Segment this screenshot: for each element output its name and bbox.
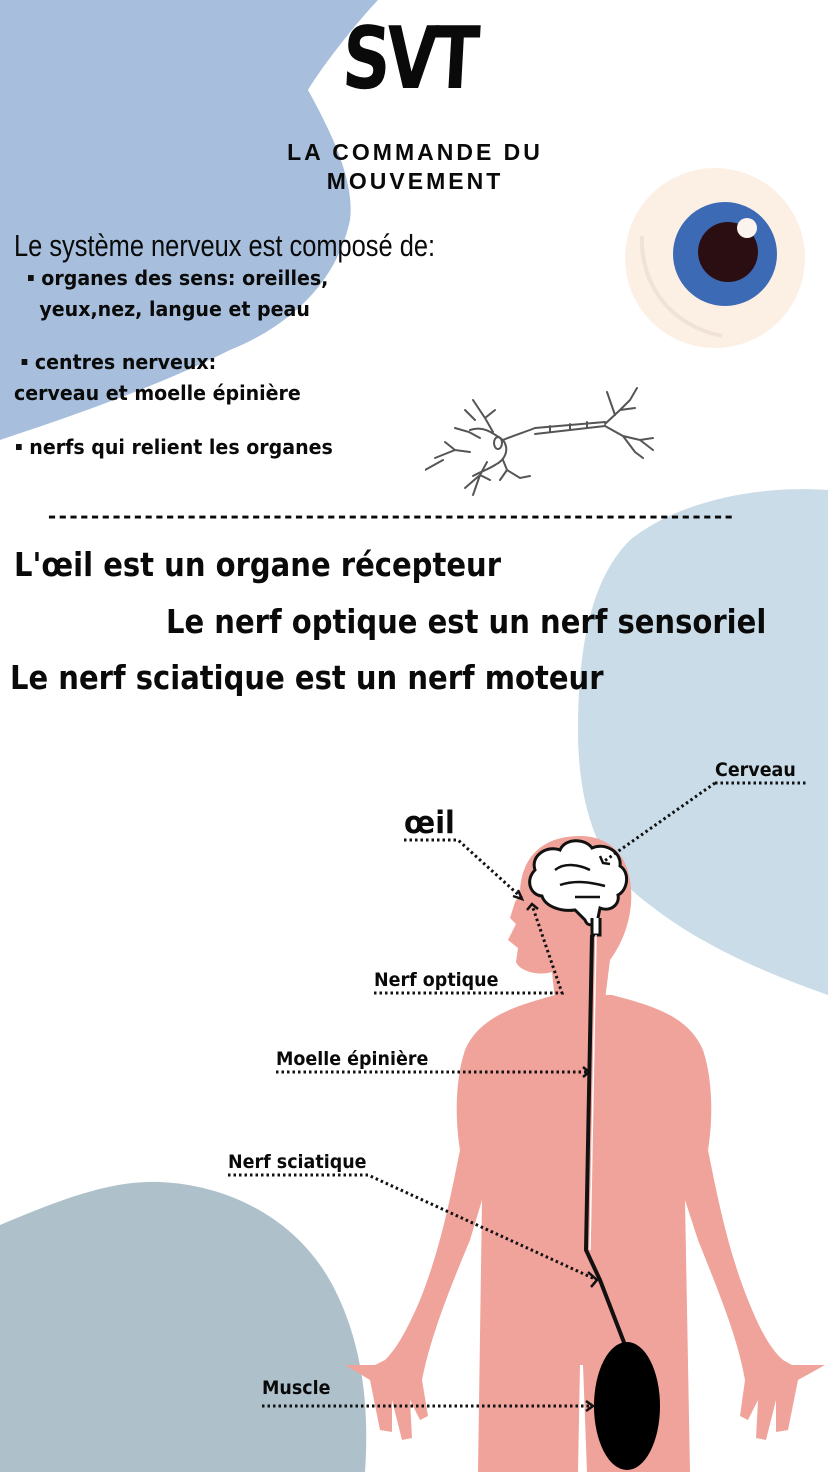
blob-right bbox=[578, 489, 828, 995]
body-silhouette bbox=[345, 836, 825, 1472]
label-nerf-optique: Nerf optique bbox=[374, 969, 499, 991]
muscle-shape bbox=[594, 1342, 660, 1470]
arrowheads bbox=[512, 855, 611, 1413]
spinal-cord bbox=[583, 934, 627, 1346]
label-cerveau: Cerveau bbox=[715, 759, 796, 781]
label-oeil: œil bbox=[404, 805, 455, 841]
label-moelle-epiniere: Moelle épinière bbox=[276, 1048, 429, 1070]
bullet-marker bbox=[21, 358, 28, 365]
bullet-nerves: nerfs qui relient les organes bbox=[16, 432, 333, 463]
statement-sciatic-nerve: Le nerf sciatique est un nerf moteur bbox=[10, 658, 604, 697]
bullet-marker bbox=[28, 274, 34, 281]
intro-heading: Le système nerveux est composé de: bbox=[14, 228, 436, 263]
statement-eye-receptor: L'œil est un organe récepteur bbox=[14, 545, 502, 584]
label-nerf-sciatique: Nerf sciatique bbox=[228, 1151, 367, 1173]
bullet-nerve-centers: centres nerveux: cerveau et moelle épini… bbox=[14, 350, 301, 405]
eye-icon bbox=[625, 168, 805, 348]
statement-optic-nerve: Le nerf optique est un nerf sensoriel bbox=[166, 602, 767, 641]
subtitle-line-2: MOUVEMENT bbox=[326, 168, 504, 194]
section-divider: ----------------------------------------… bbox=[46, 504, 735, 528]
subtitle-line-1: LA COMMANDE DU bbox=[287, 139, 543, 165]
bullet-sense-organs: organes des sens: oreilles, yeux,nez, la… bbox=[28, 263, 328, 325]
neuron-icon bbox=[425, 387, 654, 496]
label-muscle: Muscle bbox=[262, 1377, 331, 1399]
bullet-marker bbox=[16, 443, 22, 450]
blob-bottom-left bbox=[0, 1181, 367, 1472]
blob-top-left bbox=[0, 0, 378, 440]
leader-lines bbox=[228, 781, 807, 1408]
page-subtitle: LA COMMANDE DU MOUVEMENT bbox=[250, 138, 580, 196]
